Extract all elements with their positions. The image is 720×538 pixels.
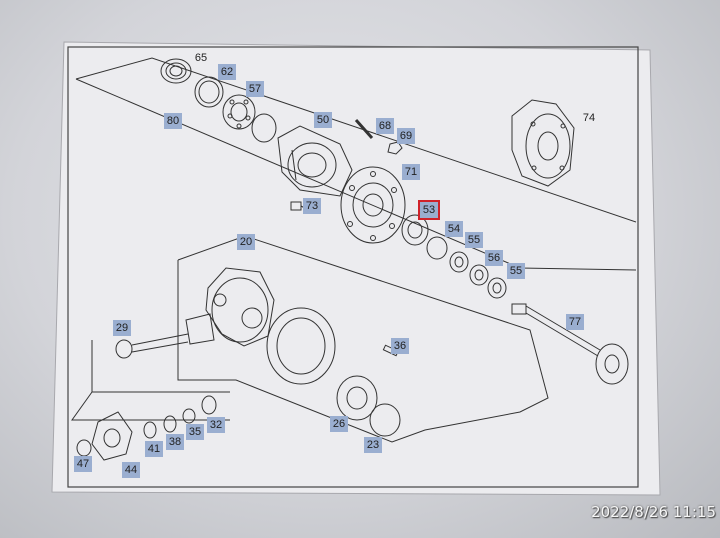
part-23-ring (369, 403, 401, 437)
part-56-washer (469, 264, 489, 286)
part-62-ring (194, 76, 224, 108)
callout-56: 56 (485, 250, 503, 266)
callout-54: 54 (445, 221, 463, 237)
part-53-bearing (401, 214, 429, 246)
callout-47: 47 (74, 456, 92, 472)
callout-44: 44 (122, 462, 140, 478)
part-29-pinion (115, 313, 215, 359)
callout-69: 69 (397, 128, 415, 144)
part-38 (163, 415, 177, 433)
callout-55b: 55 (507, 263, 525, 279)
part-77-axle (511, 303, 629, 385)
callout-68: 68 (376, 118, 394, 134)
callout-38: 38 (166, 434, 184, 450)
callout-71: 71 (402, 164, 420, 180)
callout-41: 41 (145, 441, 163, 457)
diagram-frame (67, 46, 639, 488)
part-54-ring (426, 236, 448, 260)
callout-53: 53 (418, 200, 440, 220)
callout-36: 36 (391, 338, 409, 354)
photo-timestamp: 2022/8/26 11:15 (591, 503, 716, 521)
callout-57: 57 (246, 81, 264, 97)
part-80-ring (251, 113, 277, 143)
part-35 (182, 408, 196, 424)
part-32 (201, 395, 217, 415)
callout-26: 26 (330, 416, 348, 432)
part-41 (143, 421, 157, 439)
callout-29: 29 (113, 320, 131, 336)
part-55-washer (449, 251, 469, 273)
part-50-housing (277, 125, 353, 197)
part-65-seal (160, 58, 192, 84)
callout-32: 32 (207, 417, 225, 433)
callout-77: 77 (566, 314, 584, 330)
part-74-case (511, 99, 575, 187)
callout-35: 35 (186, 424, 204, 440)
callout-74: 74 (582, 112, 596, 124)
callout-65: 65 (194, 52, 208, 64)
part-57-bearing (222, 94, 256, 130)
part-44-flange (91, 411, 133, 461)
part-55-washer-2 (487, 277, 507, 299)
part-26-bearing (336, 375, 378, 421)
callout-20: 20 (237, 234, 255, 250)
callout-62: 62 (218, 64, 236, 80)
callout-55a: 55 (465, 232, 483, 248)
callout-23: 23 (364, 437, 382, 453)
callout-73: 73 (303, 198, 321, 214)
callout-50: 50 (314, 112, 332, 128)
part-69-nut (387, 141, 403, 155)
ring-seal (266, 307, 336, 385)
callout-80: 80 (164, 113, 182, 129)
part-71-flange (340, 166, 406, 244)
part-68-stud (354, 119, 374, 139)
